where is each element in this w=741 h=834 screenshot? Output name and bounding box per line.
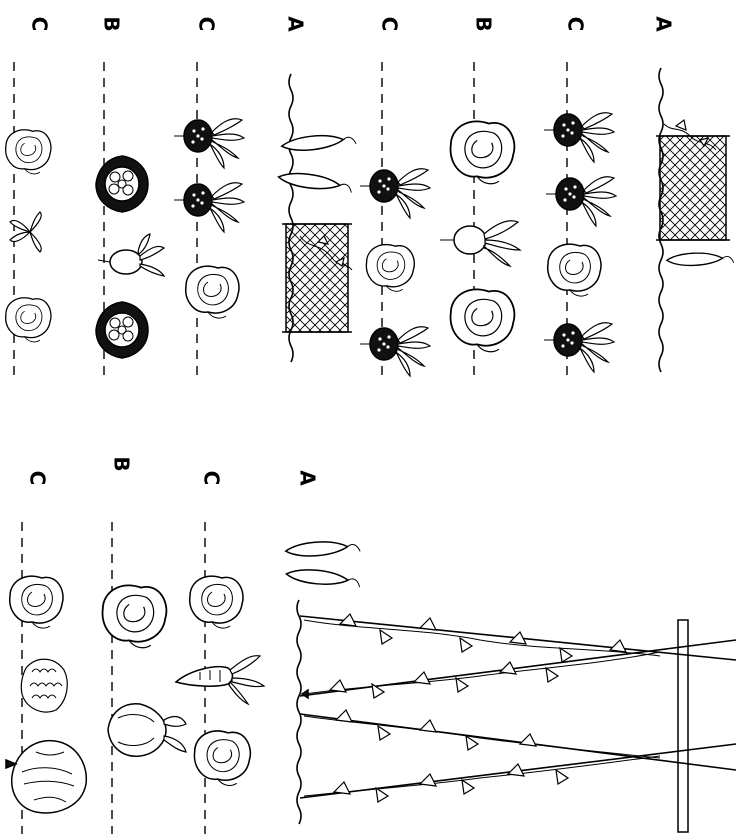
cabbage-plant	[190, 576, 243, 628]
cabbage-plant	[548, 244, 601, 296]
cane	[300, 714, 736, 770]
top-row-label-3: C	[195, 17, 219, 32]
bottom-row-label-3: C	[200, 471, 224, 486]
top-row-label-8: A	[652, 16, 676, 32]
cabbage-plant	[10, 576, 63, 628]
top-row-label-5: C	[378, 17, 402, 32]
bottom-panel: C B C A	[6, 456, 736, 834]
top-cane	[678, 620, 688, 832]
pea-pod	[666, 250, 733, 267]
cabbage-plant	[6, 298, 51, 342]
parsley-plant	[21, 659, 67, 712]
beetroot-plant	[174, 119, 244, 168]
top-row-label-7: C	[564, 17, 588, 32]
bottom-row-label-4: A	[296, 470, 320, 486]
turnip-plant	[98, 234, 164, 276]
pea-pod	[278, 171, 353, 192]
bottom-row-label-2: B	[110, 456, 134, 471]
cauliflower-plant	[96, 156, 148, 212]
pea-vine	[304, 710, 660, 758]
cabbage-plant	[450, 121, 514, 183]
beetroot-plant	[546, 177, 616, 226]
cabbage-plant	[6, 130, 51, 174]
pea-trellis	[656, 120, 730, 240]
pea-pod	[285, 538, 360, 559]
cauliflower-plant	[96, 302, 148, 358]
beetroot-plant	[544, 113, 614, 162]
pea-trellis	[282, 224, 352, 332]
beetroot-plant	[174, 183, 244, 232]
pea-vine	[302, 652, 660, 698]
beetroot-plant	[544, 323, 614, 372]
carrot-plant	[176, 656, 264, 704]
pea-vine	[304, 756, 660, 802]
lettuce-plant	[12, 741, 87, 813]
cabbage-plant	[450, 289, 514, 351]
row-line-wavy	[297, 600, 301, 824]
top-row-label-6: B	[472, 16, 496, 31]
cabbage-plant	[194, 731, 250, 785]
top-row-label-4: A	[284, 16, 308, 32]
pea-cane-frame	[300, 614, 736, 832]
pea-pod	[286, 568, 361, 587]
top-row-label-1: C	[28, 17, 52, 32]
turnip-plant	[440, 221, 520, 266]
bottom-row-label-1: C	[26, 471, 50, 486]
cabbage-plant	[186, 266, 239, 318]
bottom-row-labels: C B C A	[26, 456, 320, 486]
chinese-cabbage-plant	[108, 704, 186, 757]
top-row-labels: C B C A C B C A	[28, 16, 676, 32]
top-panel: C B C A C B C A	[6, 16, 734, 382]
beetroot-plant	[360, 327, 430, 376]
cabbage-plant	[366, 245, 414, 292]
beetroot-plant	[360, 169, 430, 218]
top-row-label-2: B	[100, 16, 124, 31]
